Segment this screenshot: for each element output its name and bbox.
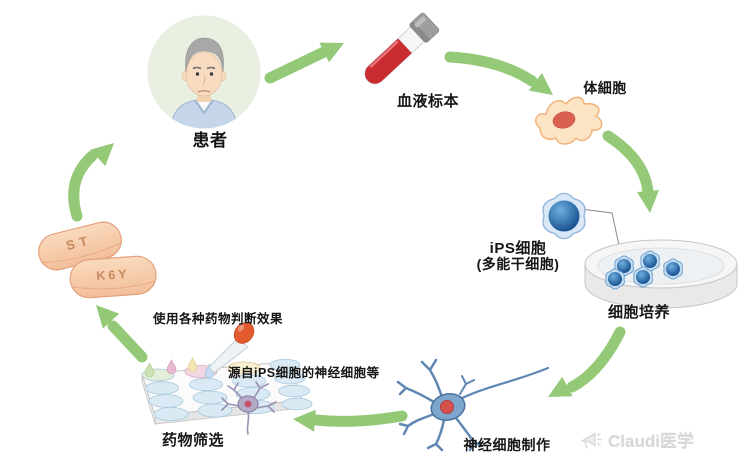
cultured-cells	[605, 250, 683, 290]
somatic-cell-label: 体細胞	[583, 80, 627, 96]
arrow-pills-to-patient	[68, 150, 98, 222]
well-plate-icon	[141, 356, 313, 425]
blood-tube-icon	[364, 12, 440, 85]
drug-screening-label: 药物筛选	[161, 432, 225, 449]
arrow-screening-to-pills	[107, 320, 148, 363]
watermark: Claudi医学	[578, 427, 694, 452]
ips-cell-icon	[542, 192, 586, 240]
ips-cell-sublabel: (多能干细胞)	[476, 256, 560, 272]
plate-wells	[141, 358, 313, 422]
somatic-cell-icon	[535, 96, 603, 145]
neuron-production-label: 神经细胞制作	[463, 437, 551, 453]
pill-k6y: K6Y	[69, 255, 157, 299]
neuron-nucleus	[440, 400, 454, 414]
arrow-neuron-to-screening	[310, 410, 408, 427]
arrow-heads	[90, 42, 659, 432]
small-neuron-icon	[221, 381, 277, 435]
reagent-drops	[144, 356, 215, 379]
petri-dish-icon	[584, 239, 738, 309]
pill-imprint: K6Y	[96, 267, 130, 283]
watermark-text: Claudi医学	[608, 432, 694, 451]
drug-effect-annotation: 使用各种药物判断效果	[153, 312, 284, 326]
arrow-culture-to-neuron	[566, 326, 626, 393]
cell-culture-label: 细胞培养	[607, 304, 671, 321]
pill-st: ST	[38, 221, 122, 271]
megaphone-icon	[581, 432, 602, 449]
arrow-tails	[68, 46, 654, 427]
pill-imprint: ST	[64, 232, 93, 253]
patient-illustration	[147, 15, 261, 129]
patient-label: 患者	[192, 131, 228, 150]
elderly-man-icon	[169, 37, 239, 129]
arrow-somatic-to-culture	[602, 130, 654, 198]
arrow-patient-to-blood	[264, 46, 330, 84]
cell-nucleus	[552, 111, 576, 129]
neuron-icon	[396, 358, 550, 452]
arrow-blood-to-somatic	[444, 51, 538, 87]
dropper-icon	[208, 322, 255, 374]
pills-icon: ST K6Y	[38, 221, 157, 299]
neuron-source-annotation: 源自iPS细胞的神经细胞等	[228, 366, 380, 380]
blood-sample-label: 血液标本	[396, 93, 460, 110]
ips-cell-label: iPS细胞	[489, 240, 547, 257]
